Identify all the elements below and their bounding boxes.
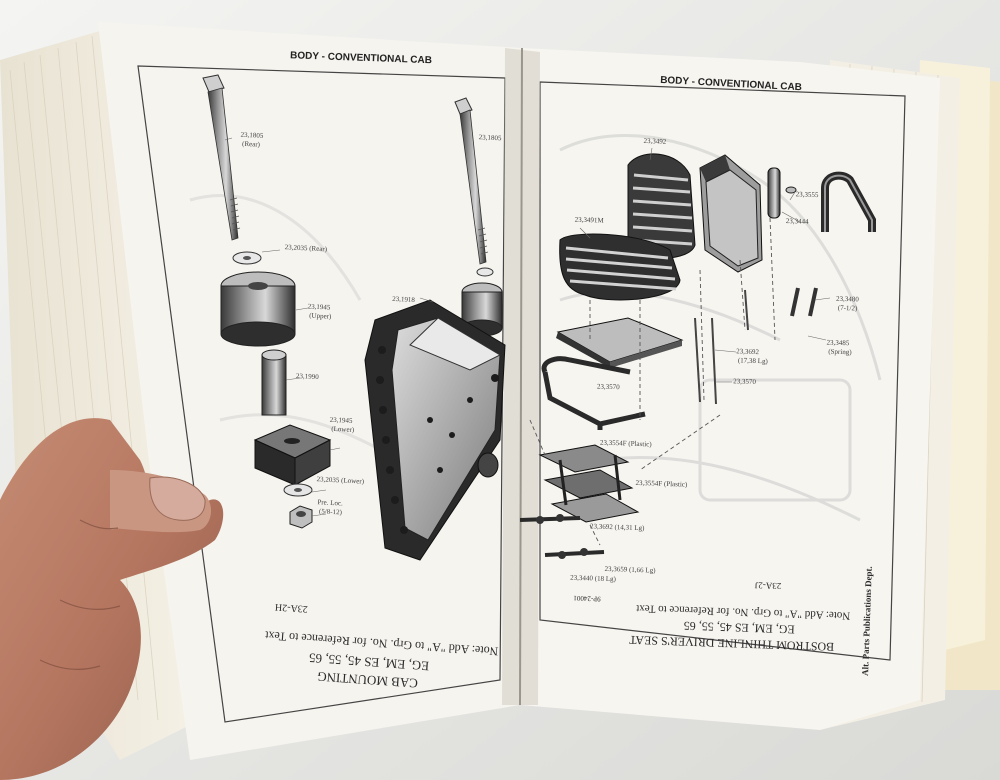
- figure-number: 9P-24001: [573, 594, 601, 603]
- nut: [289, 505, 313, 529]
- label-r5: 23,3480: [836, 295, 860, 304]
- cab-mount-bracket: [364, 299, 506, 561]
- label-r12: 23,3692 (14,31 Lg): [590, 522, 645, 532]
- label-r6: 23,3485: [826, 338, 850, 347]
- right-page: [520, 48, 940, 730]
- label-r10: 23,3554F (Plastic): [600, 439, 653, 449]
- label-l4: 23,1990: [296, 372, 320, 381]
- label-r6b: (Spring): [828, 348, 852, 357]
- shock-absorber: [767, 167, 797, 219]
- left-caption-title: CAB MOUNTING: [317, 669, 419, 691]
- lower-bars: [519, 516, 605, 557]
- cushion-upper: [220, 271, 296, 347]
- label-l3b: (Upper): [309, 312, 332, 321]
- label-l5b: (Lower): [331, 425, 355, 434]
- slide-rail: [538, 444, 640, 523]
- right-page-number: 23A-2J: [754, 580, 781, 591]
- right-caption-models: EG, EM, ES 45, 55, 65: [684, 619, 795, 637]
- label-r9: 23,3570: [597, 382, 621, 391]
- cushion-lower: [253, 424, 332, 486]
- seat-back: [627, 153, 696, 259]
- label-l6: 23,2035 (Lower): [316, 475, 364, 486]
- label-r3: 23,3555: [796, 190, 820, 199]
- label-r7b: (17,38 Lg): [738, 356, 769, 365]
- seat-cushion: [559, 233, 681, 301]
- label-r14: 23,3440 (18 Lg): [570, 574, 617, 584]
- label-l8: 23,1805: [479, 133, 503, 142]
- hand: [0, 418, 224, 780]
- label-l1b: (Rear): [242, 140, 261, 149]
- label-r2: 23,3491M: [575, 216, 605, 225]
- label-l2: 23,2035 (Rear): [285, 243, 328, 253]
- label-r8: 23,3570: [733, 377, 757, 386]
- label-r4: 23,3444: [786, 217, 810, 226]
- bolt-front: [454, 97, 489, 265]
- left-page-header: BODY - CONVENTIONAL CAB: [290, 50, 432, 66]
- label-l7b: (5/8-12): [319, 507, 343, 516]
- label-l1: 23,1805: [240, 131, 264, 140]
- seat-pan: [556, 317, 684, 368]
- label-l5: 23,1945: [330, 416, 354, 425]
- label-r13: 23,3659 (1,66 Lg): [604, 565, 656, 575]
- left-page: [98, 22, 522, 760]
- bolt-rear: [202, 74, 241, 241]
- springs: [790, 287, 818, 317]
- label-l9: 23,1918: [392, 295, 416, 304]
- side-text: Alt. Parts Publications Dept.: [860, 566, 874, 676]
- label-r1: 23,3492: [643, 137, 667, 146]
- label-r7: 23,3692: [736, 347, 760, 356]
- label-r5b: (7-1/2): [838, 304, 858, 313]
- label-r11: 23,3554F (Plastic): [635, 479, 688, 489]
- seat-back-shell: [699, 154, 763, 273]
- spacer: [261, 349, 287, 416]
- label-l7: Pre. Loc.: [317, 498, 343, 507]
- label-l3: 23,1945: [307, 302, 331, 311]
- left-page-number: 23A-2H: [275, 601, 308, 614]
- seat-frame: [541, 356, 646, 430]
